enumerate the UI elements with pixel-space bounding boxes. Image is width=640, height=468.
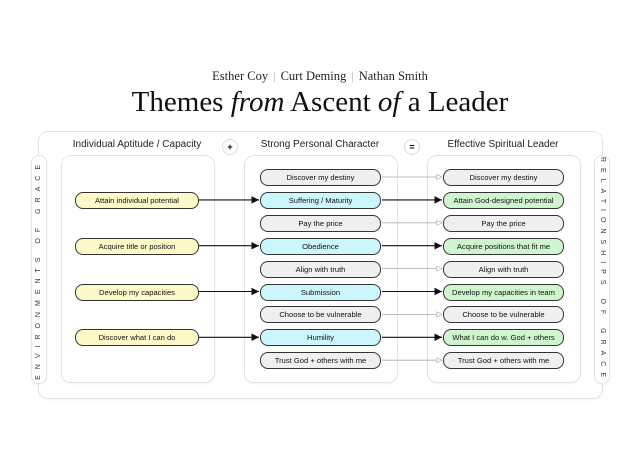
side-label-right: RELATIONSHIPS OF GRACE: [594, 155, 610, 384]
character-node: Pay the price: [260, 214, 381, 232]
side-label-left: ENVIRONMENTS OF GRACE: [31, 155, 47, 384]
column-heading: Individual Aptitude / Capacity: [72, 139, 202, 150]
leader-node: Choose to be vulnerable: [443, 306, 564, 324]
character-node: Suffering / Maturity: [260, 191, 381, 209]
leader-node: Attain God-designed potential: [443, 191, 564, 209]
author: Nathan Smith: [358, 69, 428, 83]
aptitude-node: Develop my capacities: [75, 283, 199, 301]
leader-node: What I can do w. God + others: [443, 329, 564, 347]
character-node: Obedience: [260, 237, 381, 255]
author: Curt Deming: [280, 69, 347, 83]
character-node: Choose to be vulnerable: [260, 306, 381, 324]
aptitude-node: Attain individual potential: [75, 191, 199, 209]
character-node: Humility: [260, 329, 381, 347]
column-heading: Effective Spiritual Leader: [447, 139, 559, 150]
leader-node: Acquire positions that fit me: [443, 237, 564, 255]
leader-node: Pay the price: [443, 214, 564, 232]
character-node: Align with truth: [260, 260, 381, 278]
column-heading: Strong Personal Character: [260, 139, 380, 150]
page-title: Themes from Ascent of a Leader: [131, 86, 509, 118]
leader-node: Discover my destiny: [443, 169, 564, 186]
character-node: Submission: [260, 283, 381, 301]
aptitude-node: Acquire title or position: [75, 237, 199, 255]
character-node: Discover my destiny: [260, 169, 381, 186]
equals-operator: =: [404, 139, 420, 155]
character-node: Trust God + others with me: [260, 352, 381, 370]
aptitude-node: Discover what I can do: [75, 329, 199, 347]
author: Esther Coy: [212, 69, 269, 83]
leader-node: Develop my capacities in team: [443, 283, 564, 301]
plus-operator: +: [222, 139, 238, 155]
authors: Esther Coy|Curt Deming|Nathan Smith: [212, 69, 428, 83]
leader-node: Align with truth: [443, 260, 564, 278]
leader-node: Trust God + others with me: [443, 352, 564, 370]
